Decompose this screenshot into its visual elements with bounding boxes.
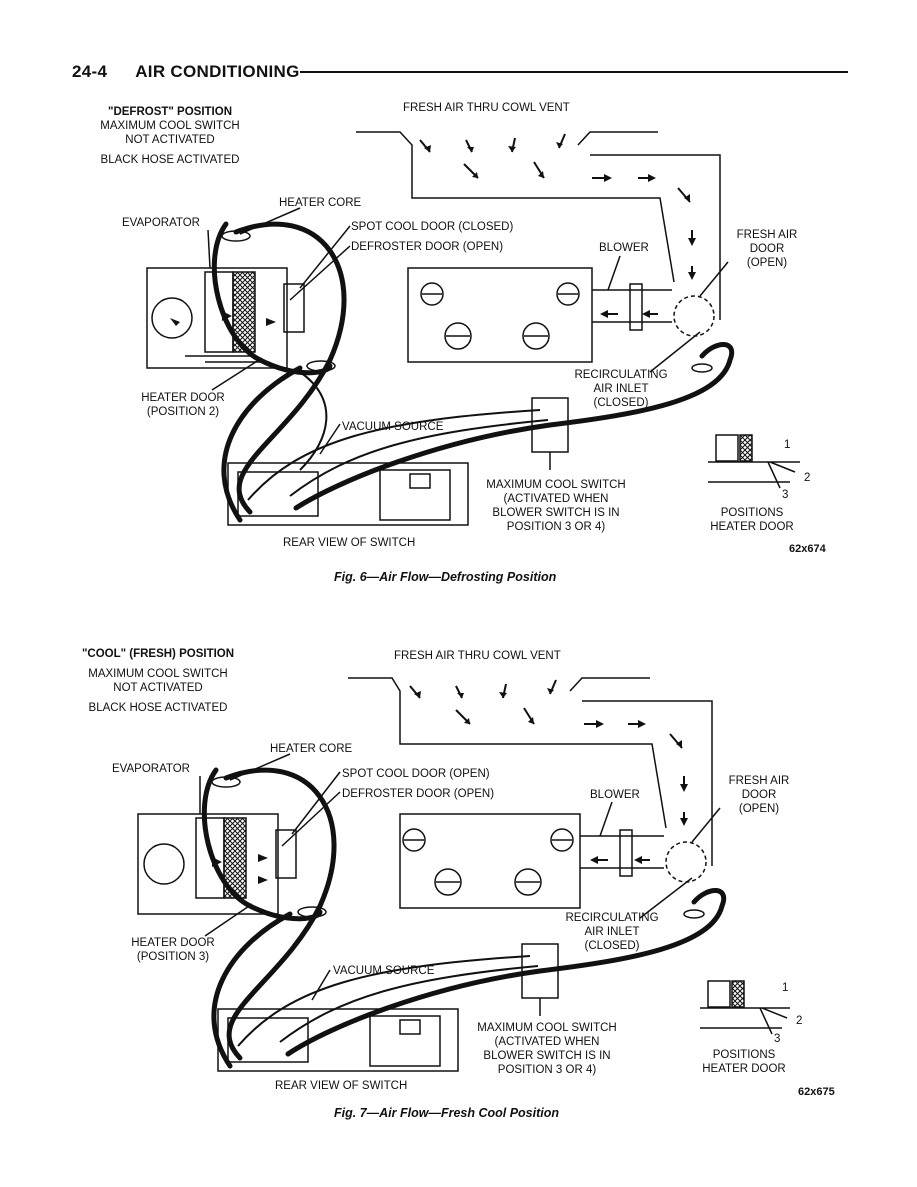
pos-num: 2 xyxy=(804,472,811,484)
evaporator-label: EVAPORATOR xyxy=(122,217,200,229)
fresh-air-label: FRESH AIR THRU COWL VENT xyxy=(394,650,561,662)
label-line: BLOWER SWITCH IS IN xyxy=(492,507,620,519)
spot-cool-door-label: SPOT COOL DOOR (OPEN) xyxy=(342,768,490,780)
label-line: (ACTIVATED WHEN xyxy=(503,493,609,505)
max-cool-switch-label: MAXIMUM COOL SWITCH (ACTIVATED WHEN BLOW… xyxy=(469,1021,625,1077)
figure-caption: Fig. 7—Air Flow—Fresh Cool Position xyxy=(334,1106,560,1120)
heater-door-label: HEATER DOOR (POSITION 3) xyxy=(118,936,228,964)
label-line: HEATER DOOR xyxy=(702,1063,786,1075)
page-header: 24-4 AIR CONDITIONING xyxy=(72,62,300,82)
mode-note: MAXIMUM COOL SWITCH xyxy=(100,120,240,132)
label-line: (CLOSED) xyxy=(593,397,649,409)
label-line: RECIRCULATING xyxy=(565,912,659,924)
label-line: POSITIONS xyxy=(720,507,784,519)
defroster-door-label: DEFROSTER DOOR (OPEN) xyxy=(342,788,495,800)
figure-code: 62x674 xyxy=(789,543,826,555)
mode-block: "COOL" (FRESH) POSITION MAXIMUM COOL SWI… xyxy=(68,647,248,715)
label-line: MAXIMUM COOL SWITCH xyxy=(477,1022,617,1034)
pos-num: 3 xyxy=(782,489,789,501)
label-line: FRESH AIR xyxy=(736,229,798,241)
label-line: (CLOSED) xyxy=(584,940,640,952)
label-line: HEATER DOOR xyxy=(710,521,794,533)
label-line: DOOR xyxy=(749,243,785,255)
mode-note: NOT ACTIVATED xyxy=(113,682,203,694)
label-line: POSITION 3 OR 4) xyxy=(497,1064,597,1076)
label-line: HEATER DOOR xyxy=(141,392,225,404)
max-cool-switch-label: MAXIMUM COOL SWITCH (ACTIVATED WHEN BLOW… xyxy=(478,478,634,534)
label-line: RECIRCULATING xyxy=(574,369,668,381)
figure-caption: Fig. 6—Air Flow—Defrosting Position xyxy=(334,570,557,584)
header-rule xyxy=(300,71,848,73)
label-line: DOOR xyxy=(741,789,777,801)
fresh-air-label: FRESH AIR THRU COWL VENT xyxy=(403,102,570,114)
fresh-air-door-label: FRESH AIR DOOR (OPEN) xyxy=(720,774,798,816)
recirc-inlet-label: RECIRCULATING AIR INLET (CLOSED) xyxy=(557,911,667,953)
pos-num: 2 xyxy=(796,1015,803,1027)
label-line: HEATER DOOR xyxy=(131,937,215,949)
mode-note: MAXIMUM COOL SWITCH xyxy=(88,668,228,680)
defroster-door-label: DEFROSTER DOOR (OPEN) xyxy=(351,241,504,253)
evaporator-label: EVAPORATOR xyxy=(112,763,190,775)
mode-title: "COOL" (FRESH) POSITION xyxy=(81,648,235,660)
label-line: POSITION 3 OR 4) xyxy=(506,521,606,533)
label-line: AIR INLET xyxy=(584,926,640,938)
label-line: (OPEN) xyxy=(738,803,780,815)
mode-title: "DEFROST" POSITION xyxy=(108,106,232,118)
label-line: AIR INLET xyxy=(593,383,649,395)
label-line: MAXIMUM COOL SWITCH xyxy=(486,479,626,491)
blower-label: BLOWER xyxy=(590,789,640,801)
label-line: (OPEN) xyxy=(746,257,788,269)
positions-label: POSITIONS HEATER DOOR xyxy=(692,1048,796,1076)
section-title: AIR CONDITIONING xyxy=(135,62,300,81)
blower-label: BLOWER xyxy=(599,242,649,254)
positions-label: POSITIONS HEATER DOOR xyxy=(700,506,804,534)
recirc-inlet-label: RECIRCULATING AIR INLET (CLOSED) xyxy=(566,368,676,410)
heater-door-label: HEATER DOOR (POSITION 2) xyxy=(128,391,238,419)
mode-note: BLACK HOSE ACTIVATED xyxy=(100,154,240,166)
airflow-diagram xyxy=(146,131,800,526)
pos-num: 1 xyxy=(784,439,791,451)
label-line: (POSITION 3) xyxy=(136,951,210,963)
pos-num: 1 xyxy=(782,982,789,994)
label-line: (POSITION 2) xyxy=(146,406,220,418)
figure-code: 62x675 xyxy=(798,1086,835,1098)
label-line: BLOWER SWITCH IS IN xyxy=(483,1050,611,1062)
heater-core-label: HEATER CORE xyxy=(270,743,353,755)
rear-view-label: REAR VIEW OF SWITCH xyxy=(275,1080,408,1092)
pos-num: 3 xyxy=(774,1033,781,1045)
fresh-air-door-label: FRESH AIR DOOR (OPEN) xyxy=(728,228,806,270)
airflow-diagram xyxy=(137,677,790,1072)
mode-note: BLACK HOSE ACTIVATED xyxy=(88,702,228,714)
page-number: 24-4 xyxy=(72,62,108,81)
label-line: POSITIONS xyxy=(712,1049,776,1061)
label-line: FRESH AIR xyxy=(728,775,790,787)
mode-block: "DEFROST" POSITION MAXIMUM COOL SWITCH N… xyxy=(80,105,260,167)
mode-note: NOT ACTIVATED xyxy=(125,134,215,146)
rear-view-label: REAR VIEW OF SWITCH xyxy=(283,537,416,549)
heater-core-label: HEATER CORE xyxy=(279,197,362,209)
spot-cool-door-label: SPOT COOL DOOR (CLOSED) xyxy=(351,221,514,233)
label-line: (ACTIVATED WHEN xyxy=(494,1036,600,1048)
